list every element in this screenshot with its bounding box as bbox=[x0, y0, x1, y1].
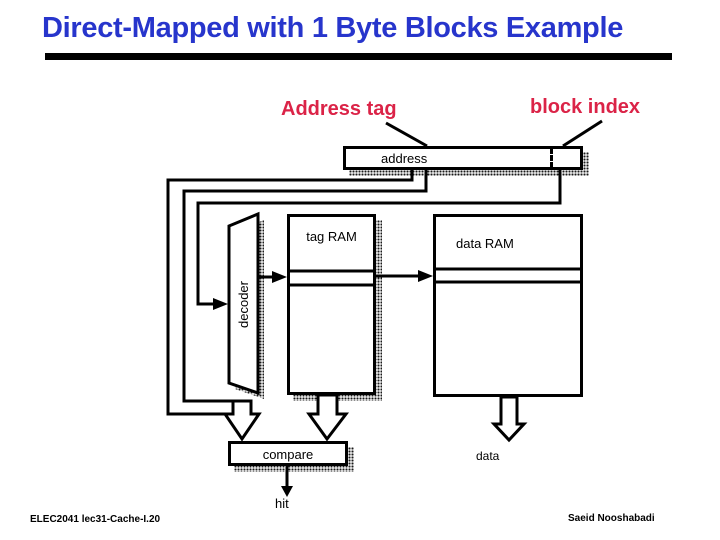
block-index-callout-label: block index bbox=[530, 96, 641, 118]
tag-to-compare-arrow bbox=[306, 393, 350, 442]
address-box: address bbox=[343, 146, 583, 170]
tag-ram-box: tag RAM bbox=[287, 214, 376, 395]
address-to-compare-arrow bbox=[222, 399, 262, 442]
page-title: Direct-Mapped with 1 Byte Blocks Example bbox=[42, 12, 624, 44]
decoder-input-arrowhead bbox=[213, 298, 228, 310]
callout-lines bbox=[385, 119, 603, 148]
footer-author: Saeid Nooshabadi bbox=[568, 513, 655, 524]
row-select-arrow bbox=[374, 270, 433, 282]
data-out-arrow bbox=[490, 395, 528, 443]
data-ram-label: data RAM bbox=[456, 236, 514, 251]
address-tag-callout-label: Address tag bbox=[281, 98, 397, 120]
title-underline bbox=[45, 53, 672, 60]
compare-box-label: compare bbox=[262, 447, 314, 462]
address-field-divider bbox=[550, 148, 553, 168]
compare-box: compare bbox=[228, 441, 348, 466]
data-ram-box: data RAM bbox=[433, 214, 583, 397]
data-label: data bbox=[476, 449, 500, 463]
hit-label: hit bbox=[275, 496, 289, 511]
footer-course-code: ELEC2041 lec31-Cache-I.20 bbox=[30, 514, 161, 525]
decoder-label: decoder bbox=[236, 281, 251, 328]
address-box-label: address bbox=[381, 151, 428, 166]
tag-ram-label: tag RAM bbox=[306, 229, 357, 244]
